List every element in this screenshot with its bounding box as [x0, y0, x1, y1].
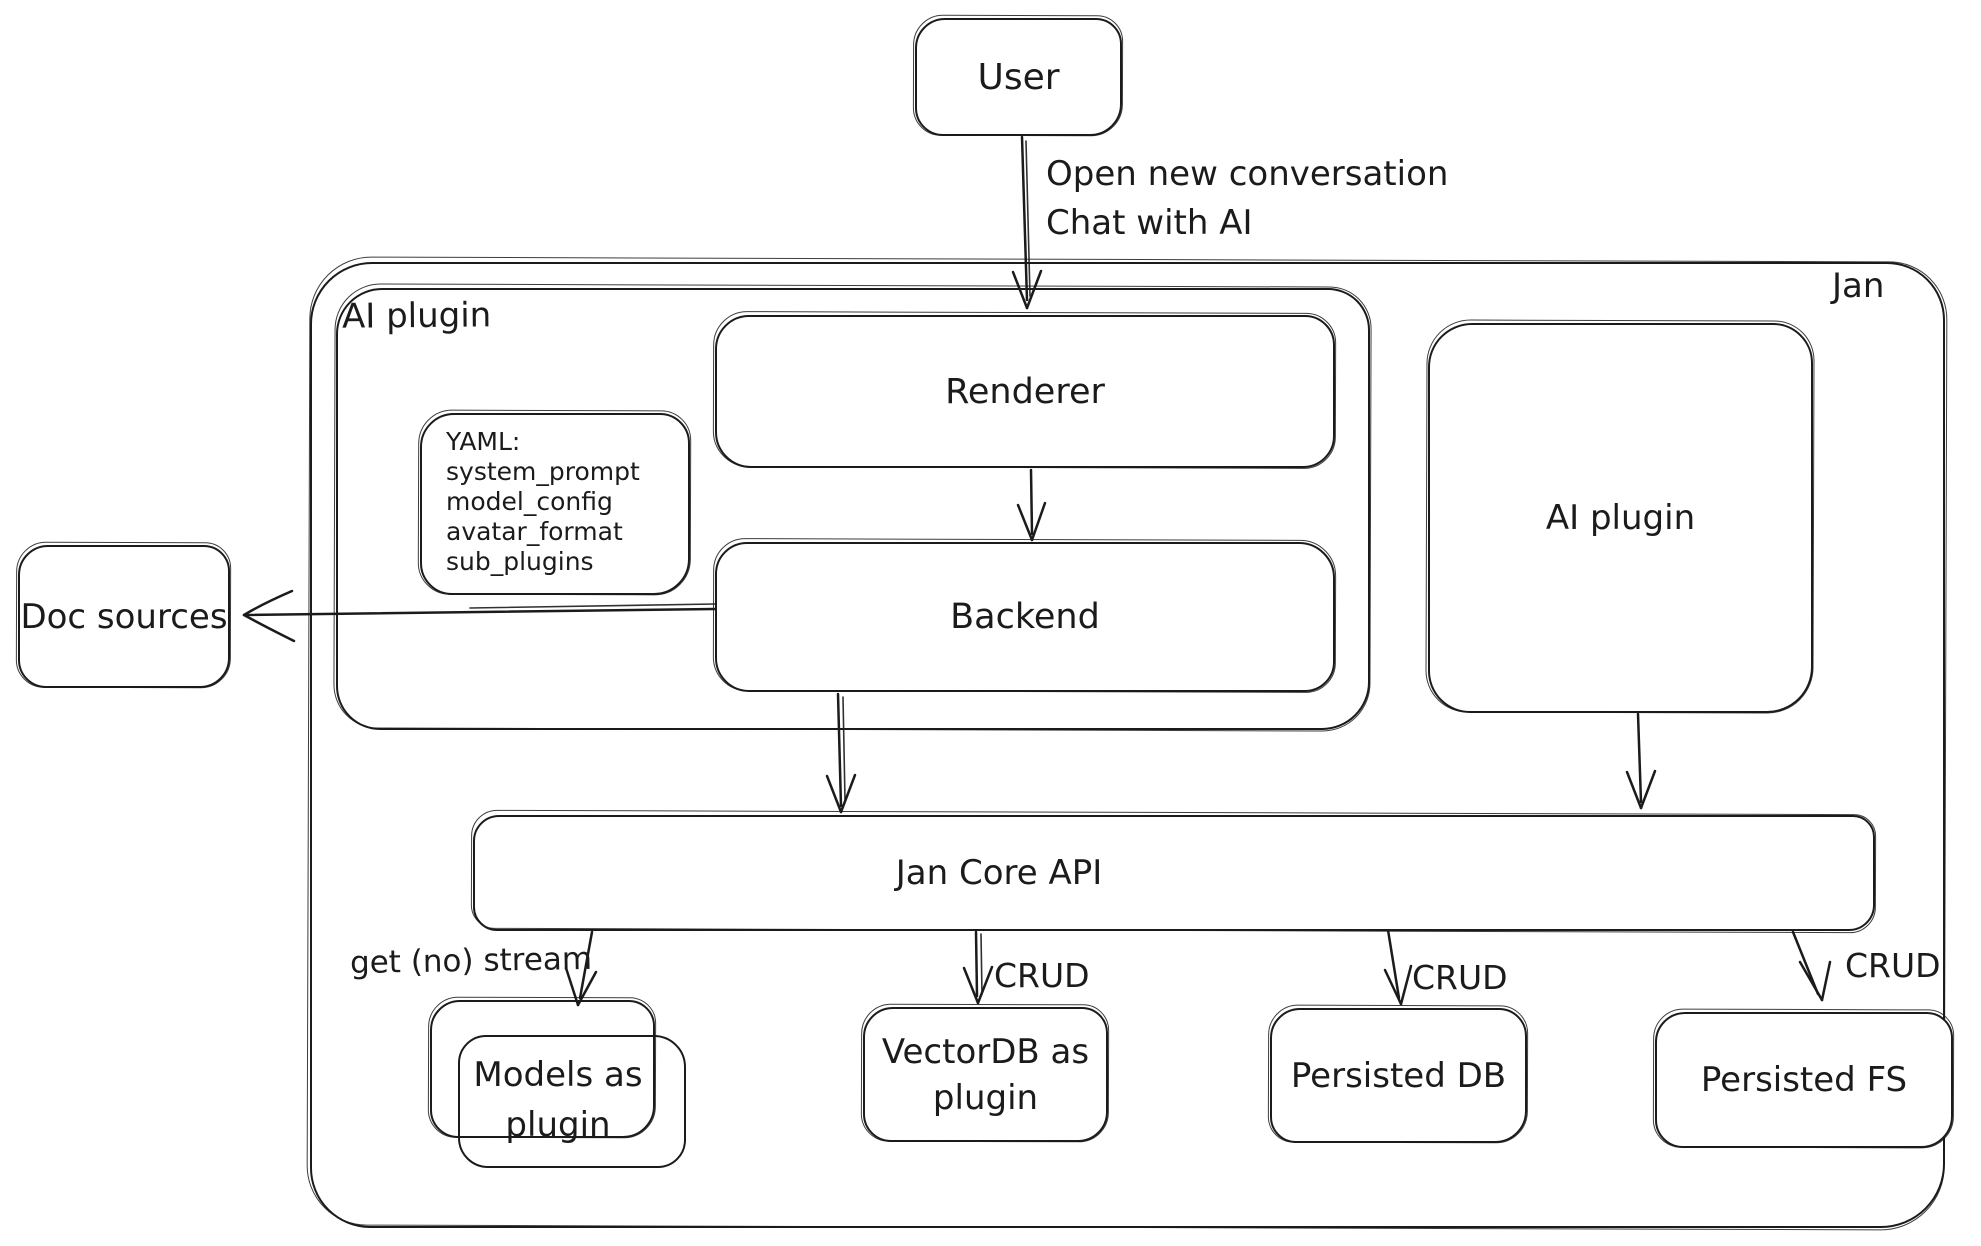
- yaml-note: YAML: system_prompt model_config avatar_…: [420, 413, 690, 595]
- doc-sources-node-label: Doc sources: [20, 596, 228, 637]
- yaml-note-line: system_prompt: [446, 457, 640, 486]
- edge-label-crud-persisted-fs: CRUD: [1845, 946, 1941, 985]
- backend-node: Backend: [715, 542, 1335, 692]
- persisted-db-node-label: Persisted DB: [1290, 1055, 1507, 1096]
- jan-container: [310, 262, 1945, 1228]
- jan-core-api-node-label: Jan Core API: [895, 853, 1103, 893]
- yaml-note-title: YAML:: [446, 427, 521, 456]
- models-as-plugin-node-back: [430, 1000, 655, 1138]
- user-node: User: [915, 18, 1122, 136]
- models-as-plugin-label-line1: Models as: [473, 1055, 643, 1095]
- vectordb-label-line1: VectorDB as: [881, 1031, 1090, 1072]
- models-as-plugin-node: [458, 1035, 686, 1168]
- yaml-note-line: model_config: [446, 487, 613, 516]
- edge-label-crud-vectordb: CRUD: [994, 956, 1090, 995]
- edge-label-open-conversation: Open new conversation Chat with AI: [1046, 150, 1448, 248]
- models-as-plugin-label: Models as plugin: [428, 1050, 688, 1150]
- edge-label-get-no-stream: get (no) stream: [349, 940, 593, 982]
- persisted-fs-node-label: Persisted FS: [1700, 1060, 1908, 1100]
- persisted-db-node: Persisted DB: [1270, 1008, 1527, 1143]
- ai-plugin-group-label: AI plugin: [341, 295, 492, 337]
- vectordb-as-plugin-node: VectorDB as plugin: [863, 1007, 1108, 1142]
- edge-label-open-conversation-line2: Chat with AI: [1046, 203, 1253, 243]
- renderer-node-label: Renderer: [945, 371, 1105, 412]
- renderer-node: Renderer: [715, 315, 1335, 468]
- persisted-fs-node: Persisted FS: [1655, 1012, 1953, 1148]
- edge-label-open-conversation-line1: Open new conversation: [1046, 154, 1449, 194]
- user-node-label: User: [977, 56, 1060, 98]
- ai-plugin-group: [336, 288, 1370, 730]
- yaml-note-line: avatar_format: [446, 517, 623, 546]
- jan-core-api-node: Jan Core API: [473, 815, 1875, 931]
- vectordb-label-line2: plugin: [932, 1077, 1039, 1118]
- ai-plugin-node-label: AI plugin: [1545, 498, 1696, 538]
- ai-plugin-node: AI plugin: [1428, 323, 1813, 713]
- backend-node-label: Backend: [950, 597, 1100, 637]
- doc-sources-node: Doc sources: [18, 545, 230, 688]
- yaml-note-line: sub_plugins: [446, 547, 594, 576]
- jan-container-label: Jan: [1832, 266, 1885, 306]
- models-as-plugin-label-line2: plugin: [505, 1105, 611, 1145]
- edge-label-crud-persisted-db: CRUD: [1412, 958, 1508, 997]
